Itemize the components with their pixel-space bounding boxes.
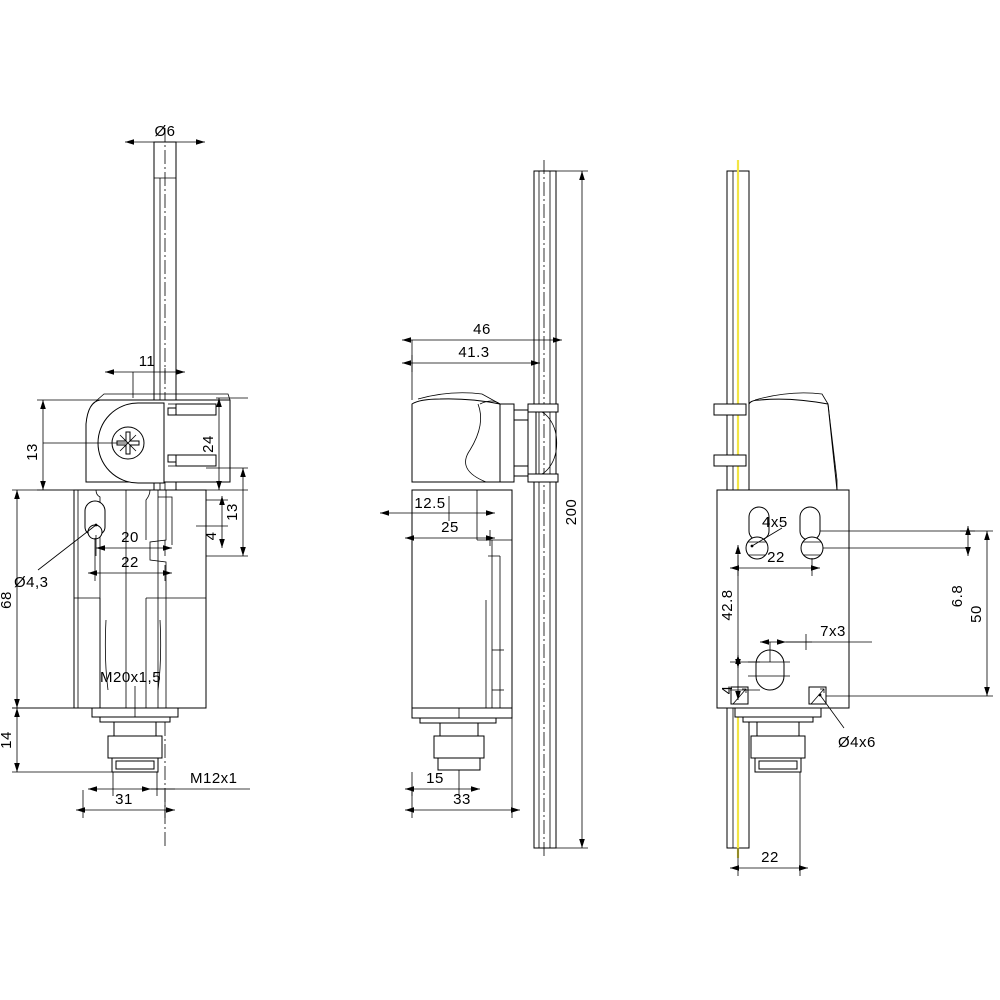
dim-rear-rod-face-dist: 42.8 bbox=[719, 545, 741, 668]
dim-side-connector-offset: 15 bbox=[405, 770, 480, 796]
dim-label-rod-dia: Ø6 bbox=[154, 123, 175, 140]
dim-front-bracket-20: 20 bbox=[95, 529, 172, 556]
dim-label-base-width: 22 bbox=[761, 849, 779, 866]
dim-front-body-width: 31 bbox=[76, 790, 175, 818]
dim-label-slot-4x5: 4x5 bbox=[762, 514, 788, 531]
front-body bbox=[73, 489, 207, 709]
dim-side-base-depth: 33 bbox=[405, 718, 520, 818]
dim-rear-hole-4x6: Ø4x6 bbox=[818, 693, 876, 751]
rear-switch-head bbox=[713, 392, 838, 491]
dim-label-head-axis: 13 bbox=[24, 443, 41, 461]
dim-side-overall-depth: 46 bbox=[402, 321, 562, 404]
dim-rear-span-50: 50 bbox=[826, 530, 993, 697]
dim-rear-slot-4x5: 4x5 bbox=[750, 514, 788, 548]
dim-label-bracket-20: 20 bbox=[121, 529, 139, 546]
dim-front-rod-dia: Ø6 bbox=[125, 123, 205, 150]
dim-label-rod-length: 200 bbox=[563, 499, 580, 526]
dim-label-connector-offset: 15 bbox=[426, 770, 444, 787]
dim-label-body-width: 31 bbox=[115, 791, 133, 808]
label-front-gland-thread: M20x1,5 bbox=[100, 669, 161, 708]
dim-label-head-height: 24 bbox=[200, 435, 217, 453]
dim-rear-keyway-7x3: 7x3 bbox=[760, 623, 872, 662]
dim-label-keyway-7x3: 7x3 bbox=[820, 623, 846, 640]
side-actuator-rod bbox=[533, 170, 557, 849]
front-head-lug-bottom bbox=[175, 454, 217, 467]
dim-side-step-125: 12.5 bbox=[380, 495, 495, 521]
rear-slot-upper-right bbox=[799, 506, 821, 541]
dim-side-step-25: 25 bbox=[405, 519, 495, 546]
front-connector bbox=[91, 707, 179, 773]
rear-keyway-slot bbox=[748, 649, 790, 691]
rear-hole-lower-left bbox=[745, 536, 769, 560]
dim-front-mount-hole: Ø4,3 bbox=[14, 523, 98, 591]
dim-front-plate-4: 4 bbox=[196, 496, 228, 548]
dim-side-body-depth: 41.3 bbox=[402, 344, 540, 404]
dim-front-rod-offset: 11 bbox=[105, 353, 185, 398]
dim-front-gland-height: 14 bbox=[0, 707, 112, 773]
dim-label-hole-spacing: 22 bbox=[767, 549, 785, 566]
front-head-lug-top bbox=[175, 403, 217, 416]
dim-label-rod-face-dist: 42.8 bbox=[719, 589, 736, 620]
dim-label-gland-thread: M20x1,5 bbox=[100, 669, 161, 686]
dim-label-offset-68: 6.8 bbox=[949, 585, 966, 607]
dim-label-step-25: 25 bbox=[441, 519, 459, 536]
rear-body bbox=[716, 489, 850, 709]
dim-front-head-axis: 13 bbox=[24, 399, 130, 491]
dim-label-base-depth: 33 bbox=[453, 791, 471, 808]
dim-label-body-depth: 41.3 bbox=[458, 344, 489, 361]
side-connector bbox=[411, 707, 513, 771]
side-body bbox=[411, 489, 513, 709]
side-view: 46 41.3 12.5 25 200 bbox=[380, 160, 588, 858]
dim-rear-base-width: 22 bbox=[730, 772, 808, 876]
dim-label-rod-offset: 11 bbox=[139, 353, 156, 370]
dim-label-mount-hole: Ø4,3 bbox=[14, 574, 49, 591]
dim-front-bracket-22: 22 bbox=[88, 538, 172, 581]
dim-label-step-125: 12.5 bbox=[414, 495, 445, 512]
dim-label-connector-thread: M12x1 bbox=[190, 770, 238, 787]
dim-side-rod-length: 200 bbox=[556, 170, 588, 849]
dim-label-span-50: 50 bbox=[968, 605, 985, 623]
rear-connector bbox=[734, 707, 822, 773]
dim-label-hole-4x6: Ø4x6 bbox=[838, 734, 876, 751]
dim-label-edge-4: 4 bbox=[719, 686, 736, 695]
label-front-connector-thread: M12x1 bbox=[88, 770, 250, 796]
side-switch-head bbox=[411, 392, 559, 483]
dim-label-plate-4: 4 bbox=[203, 532, 220, 541]
rear-hole-lower-right bbox=[800, 536, 824, 560]
dim-label-overall-depth: 46 bbox=[473, 321, 491, 338]
dim-front-head-height: 24 bbox=[200, 397, 248, 491]
rear-head-lug-bottom bbox=[713, 454, 747, 467]
dim-label-bracket-22: 22 bbox=[121, 554, 139, 571]
dim-label-plate-13: 13 bbox=[224, 503, 241, 521]
rear-view: 4x5 22 42.8 4 7x3 bbox=[713, 160, 993, 876]
dim-front-plate-13: 13 bbox=[206, 467, 248, 557]
front-mount-slot bbox=[84, 500, 106, 540]
dim-label-gland-height: 14 bbox=[0, 731, 15, 749]
dim-rear-edge-4: 4 bbox=[719, 655, 760, 700]
rear-hole-bottom-right bbox=[808, 686, 827, 705]
front-view: Ø6 11 13 24 68 bbox=[0, 123, 250, 848]
rear-head-lug-top bbox=[713, 403, 747, 416]
dim-label-body-height: 68 bbox=[0, 591, 15, 609]
